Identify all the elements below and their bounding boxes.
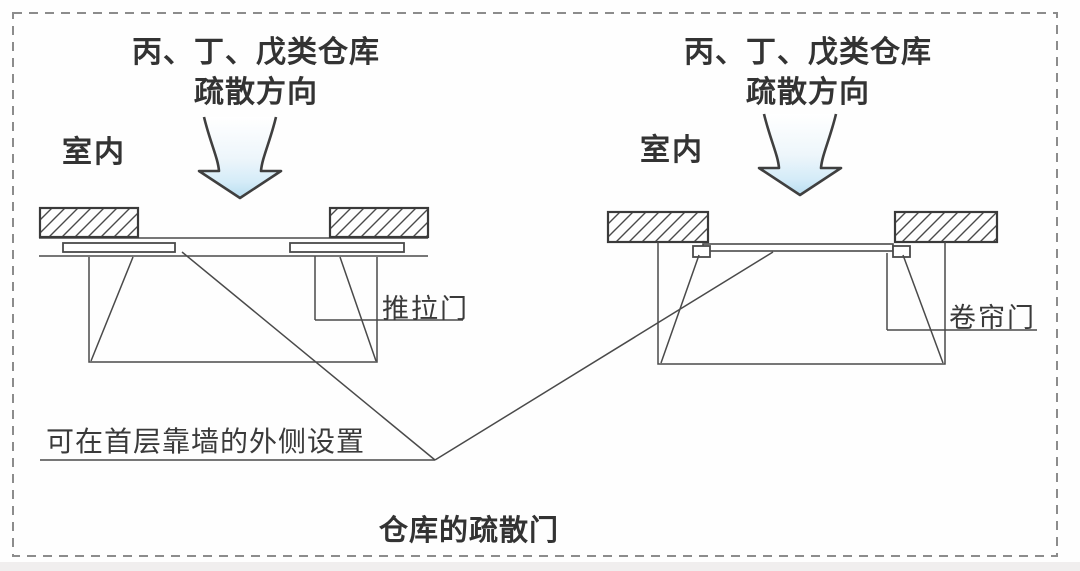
door-projection-box (88, 257, 378, 363)
projection-line (339, 256, 377, 362)
shutter-guide-left (692, 245, 711, 258)
shutter-curtain-bar (702, 243, 894, 252)
scan-edge-shadow (0, 562, 1080, 571)
hatched-wall-left (606, 210, 710, 244)
hatched-wall-right (893, 210, 999, 244)
hatched-wall-left (38, 206, 140, 239)
left-header: 丙、丁、戊类仓库 疏散方向 (116, 33, 396, 113)
leader-line-right (434, 251, 774, 461)
right-diagram (434, 210, 1037, 461)
right-header-line1: 丙、丁、戊类仓库 (684, 36, 932, 69)
leader-line-left (181, 251, 436, 461)
projection-line (90, 256, 134, 362)
hatched-wall-right (328, 206, 430, 239)
right-header: 丙、丁、戊类仓库 疏散方向 (668, 33, 948, 113)
dashed-frame (12, 12, 1058, 557)
right-header-line2: 疏散方向 (746, 76, 870, 109)
shutter-guide-right (892, 245, 911, 258)
left-header-line2: 疏散方向 (194, 76, 318, 109)
rolling-door-label: 卷帘门 (949, 303, 1036, 333)
right-room-label: 室内 (640, 134, 704, 167)
sliding-door-label: 推拉门 (382, 294, 469, 324)
sliding-door-leaf-left (62, 242, 176, 253)
door-projection-box (657, 242, 946, 365)
placement-note: 可在首层靠墙的外侧设置 (46, 426, 366, 457)
evacuation-arrow-icon (757, 112, 843, 197)
sliding-door-leaf-right (289, 242, 405, 253)
left-header-line1: 丙、丁、戊类仓库 (132, 36, 380, 69)
projection-line (902, 254, 944, 364)
left-room-label: 室内 (62, 136, 126, 169)
figure-caption: 仓库的疏散门 (378, 515, 559, 547)
evacuation-arrow-icon (197, 115, 283, 200)
left-diagram (38, 206, 463, 461)
